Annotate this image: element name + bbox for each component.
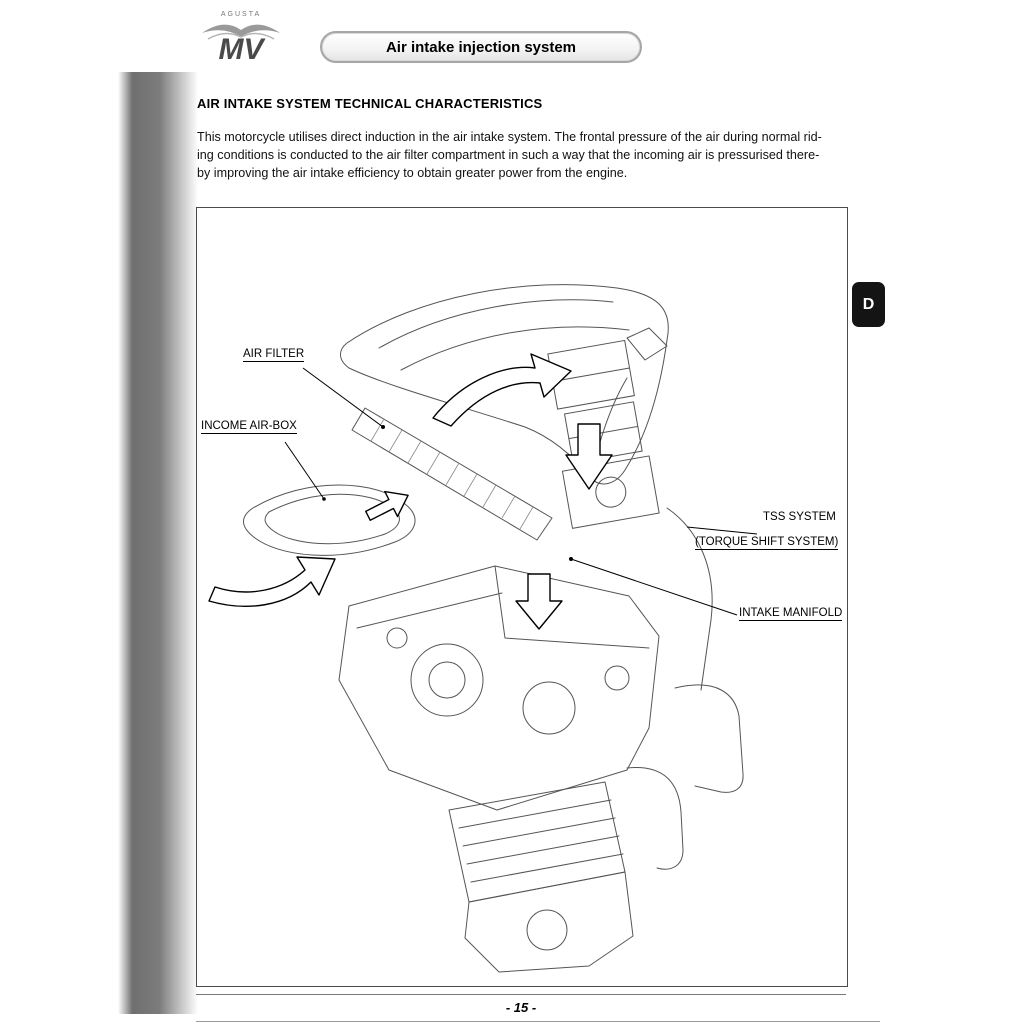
small-airflow-arrow	[365, 490, 409, 521]
air-filter-hatching	[370, 418, 534, 530]
paragraph-line: This motorcycle utilises direct inductio…	[197, 130, 822, 144]
logo-brand-text: MV	[219, 33, 267, 66]
section-heading: AIR INTAKE SYSTEM TECHNICAL CHARACTERIST…	[197, 96, 543, 111]
airflow-arrows	[208, 353, 613, 630]
down-airflow-arrow-lower	[515, 573, 563, 630]
label-income-air-box: INCOME AIR-BOX	[201, 420, 297, 434]
chapter-tab-d: D	[852, 282, 885, 327]
paragraph-line: by improving the air intake efficiency t…	[197, 166, 628, 180]
left-gradient-band	[118, 72, 198, 1014]
intro-paragraph: This motorcycle utilises direct inductio…	[197, 128, 897, 182]
logo-wings-icon	[202, 24, 280, 37]
label-air-filter: AIR FILTER	[243, 348, 305, 362]
label-intake-manifold: INTAKE MANIFOLD	[739, 607, 843, 621]
label-leader-lines	[284, 367, 758, 616]
page-number: - 15 -	[505, 1000, 537, 1015]
footer-rule-bottom	[196, 1021, 880, 1022]
label-tss-system-sub: (TORQUE SHIFT SYSTEM)	[695, 536, 839, 550]
down-airflow-arrow-upper	[565, 423, 613, 490]
paragraph-line: ing conditions is conducted to the air f…	[197, 148, 820, 162]
label-tss-system: TSS SYSTEM	[763, 511, 836, 523]
page-title: Air intake injection system	[320, 31, 642, 63]
footer-rule-top	[196, 994, 846, 995]
diagram-frame: AIR FILTER INCOME AIR-BOX TSS SYSTEM (TO…	[196, 207, 848, 987]
curved-airflow-arrow-airbox	[208, 556, 336, 607]
engine-diagram-art	[208, 284, 758, 973]
curved-airflow-arrow-top	[432, 353, 572, 427]
logo-sub-text: AGUSTA	[221, 11, 261, 18]
mv-agusta-logo: AGUSTA MV	[202, 11, 280, 66]
logo-wing-line	[207, 32, 275, 40]
